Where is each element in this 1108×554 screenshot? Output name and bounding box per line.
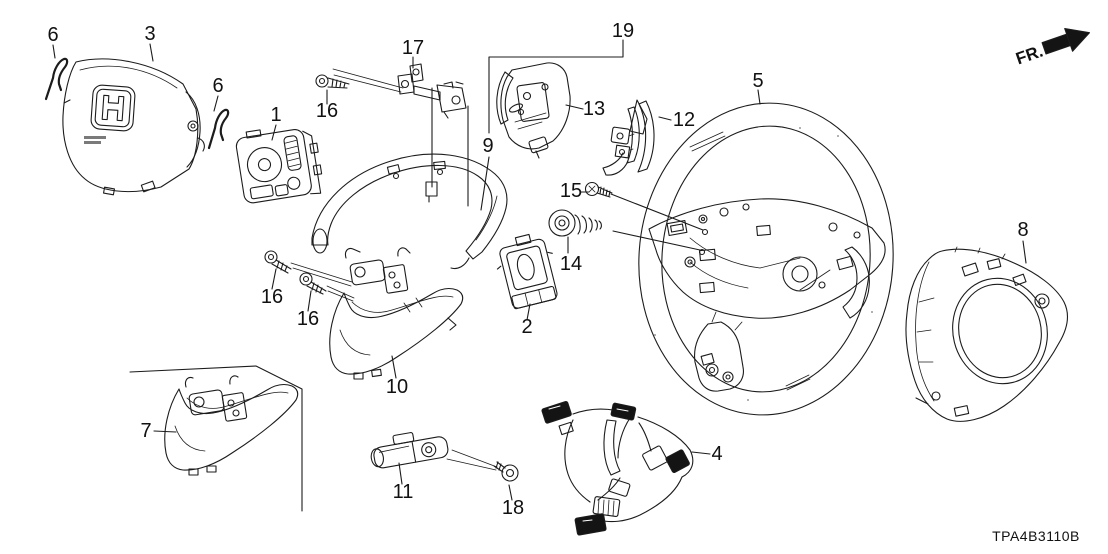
fr-arrow-icon — [1064, 27, 1090, 52]
callout-6-right: 6 — [212, 75, 223, 97]
callout-16-mid-a: 16 — [261, 286, 283, 308]
callout-13: 13 — [583, 98, 605, 120]
screw-16-top — [315, 74, 350, 89]
screw-18 — [493, 461, 519, 482]
airbag-module-drawing — [62, 58, 205, 196]
screw-16-mid-right — [299, 272, 327, 295]
spring-clip-right — [207, 108, 230, 150]
callout-14: 14 — [560, 253, 582, 275]
callout-16-top: 16 — [316, 100, 338, 122]
bolt-drawing — [584, 181, 613, 198]
lower-cover-alt-drawing — [129, 365, 303, 512]
switch-assembly-drawing — [496, 233, 558, 310]
callout-10: 10 — [386, 376, 408, 398]
callout-15: 15 — [560, 180, 582, 202]
garnish-drawing — [311, 153, 508, 270]
drawing-code: TPA4B3110B — [992, 528, 1080, 544]
wire-harness-drawing — [541, 400, 694, 536]
callout-5: 5 — [752, 70, 763, 92]
steering-wheel-drawing — [638, 102, 894, 416]
callout-16-mid-b: 16 — [297, 308, 319, 330]
lower-cover-drawing — [329, 247, 464, 380]
paddle-switch-drawing — [496, 62, 571, 159]
damper-drawing — [548, 209, 602, 237]
callout-7: 7 — [140, 420, 151, 442]
honda-logo — [90, 84, 136, 132]
callout-11: 11 — [393, 481, 414, 503]
callout-4: 4 — [711, 443, 722, 465]
callout-12: 12 — [673, 109, 695, 131]
fr-label: FR. — [1013, 42, 1045, 69]
remote-switch-assembly-drawing — [235, 129, 323, 204]
spring-clip-left — [44, 57, 69, 101]
callout-labels: 6 3 6 1 16 17 19 13 12 5 9 15 14 2 16 16… — [47, 20, 1028, 519]
callout-6-left: 6 — [47, 24, 58, 46]
callout-8: 8 — [1017, 219, 1028, 241]
callout-18: 18 — [502, 497, 524, 519]
paddle-lever-drawing — [602, 99, 655, 176]
callout-3: 3 — [144, 23, 155, 45]
callout-17: 17 — [402, 37, 424, 59]
column-cover-drawing — [905, 246, 1068, 422]
callout-19: 19 — [612, 20, 634, 42]
callout-1: 1 — [270, 104, 281, 126]
screw-16-mid-left — [264, 250, 292, 274]
switch-unit-drawing — [370, 432, 449, 469]
callout-9: 9 — [482, 135, 493, 157]
callout-2: 2 — [521, 316, 532, 338]
bracket-drawing — [397, 63, 467, 119]
leader-lines — [52, 39, 1027, 501]
fr-direction-indicator: FR. — [1013, 27, 1090, 69]
